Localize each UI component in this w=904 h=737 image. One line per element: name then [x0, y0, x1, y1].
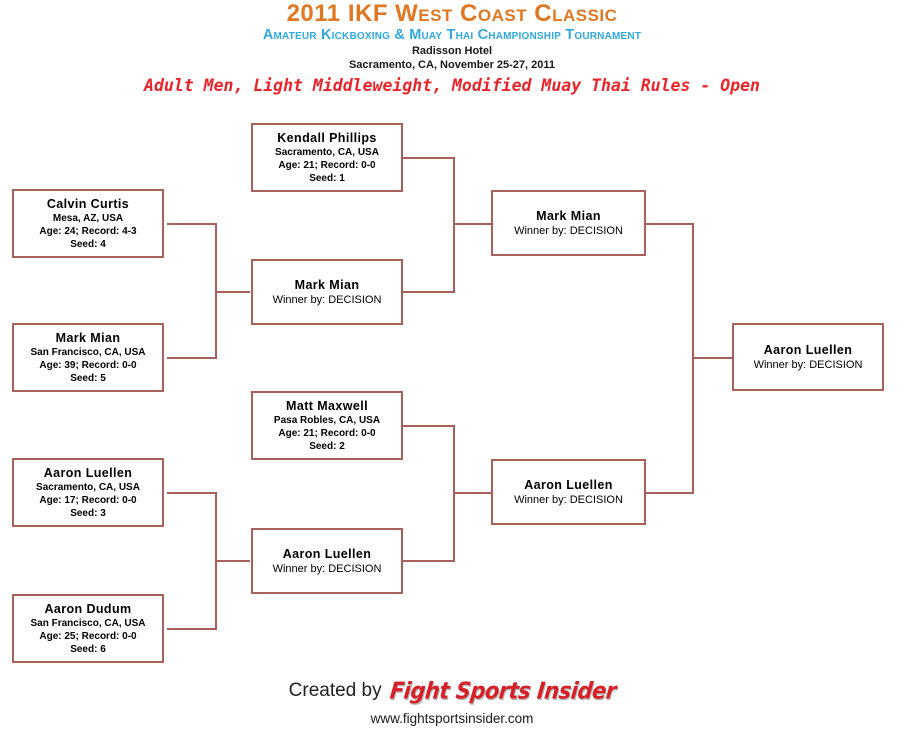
competitor-stats: Age: 21; Record: 0-0 — [278, 159, 376, 171]
connector-sf-top — [646, 223, 694, 225]
division-title: Adult Men, Light Middleweight, Modified … — [144, 76, 760, 95]
competitor-stats: Age: 17; Record: 0-0 — [39, 494, 137, 506]
winner-box-sf-2[interactable]: Aaron Luellen Winner by: DECISION — [491, 459, 646, 525]
winner-name: Aaron Luellen — [524, 477, 613, 492]
page-subtitle: Amateur Kickboxing & Muay Thai Champions… — [262, 27, 642, 43]
competitor-seed: Seed: 3 — [70, 507, 106, 519]
competitor-hometown: Mesa, AZ, USA — [52, 212, 124, 224]
champion-box[interactable]: Aaron Luellen Winner by: DECISION — [732, 323, 884, 391]
competitor-stats: Age: 21; Record: 0-0 — [278, 427, 376, 439]
competitor-box-r1-1[interactable]: Calvin Curtis Mesa, AZ, USA Age: 24; Rec… — [12, 189, 164, 258]
competitor-seed: Seed: 5 — [70, 372, 106, 384]
competitor-name: Aaron Dudum — [44, 601, 132, 616]
competitor-seed: Seed: 1 — [309, 172, 345, 184]
competitor-hometown: Pasa Robles, CA, USA — [273, 414, 381, 426]
winner-result: Winner by: DECISION — [514, 224, 623, 237]
winner-result: Winner by: DECISION — [514, 493, 623, 506]
competitor-hometown: Sacramento, CA, USA — [275, 146, 379, 158]
competitor-hometown: Sacramento, CA, USA — [36, 481, 140, 493]
competitor-name: Kendall Phillips — [277, 130, 377, 145]
competitor-name: Aaron Luellen — [43, 465, 133, 480]
page-header: 2011 IKF West Coast Classic Amateur Kick… — [0, 0, 904, 95]
connector-r1a-out — [215, 291, 250, 293]
competitor-stats: Age: 39; Record: 0-0 — [39, 359, 137, 371]
page-footer: Created by Fight Sports Insider www.figh… — [0, 676, 904, 726]
competitor-name: Matt Maxwell — [286, 398, 368, 413]
credit-row: Created by Fight Sports Insider — [0, 676, 904, 706]
competitor-box-r1-2[interactable]: Mark Mian San Francisco, CA, USA Age: 39… — [12, 323, 164, 392]
connector-r1b-bottom — [167, 628, 216, 630]
credit-label: Created by — [288, 680, 382, 701]
connector-sf-bottom — [646, 492, 694, 494]
competitor-hometown: San Francisco, CA, USA — [30, 346, 146, 358]
competitor-seed: Seed: 4 — [70, 238, 106, 250]
competitor-hometown: San Francisco, CA, USA — [30, 617, 146, 629]
connector-r2b-top — [403, 425, 455, 427]
connector-final-in — [692, 357, 732, 359]
venue-name: Radisson Hotel — [411, 45, 493, 57]
connector-r2a-out — [453, 223, 491, 225]
connector-r1b-out — [215, 560, 250, 562]
competitor-seed: Seed: 6 — [70, 643, 106, 655]
competitor-box-r2-1[interactable]: Kendall Phillips Sacramento, CA, USA Age… — [251, 123, 403, 192]
brand-website-url[interactable]: www.fightsportsinsider.com — [370, 711, 534, 726]
connector-r2b-out — [453, 492, 491, 494]
connector-r2b-bottom — [403, 560, 455, 562]
venue-date: Sacramento, CA, November 25-27, 2011 — [348, 59, 556, 71]
connector-r1b-top — [167, 492, 216, 494]
connector-r2a-vertical — [453, 157, 455, 293]
connector-r2a-bottom — [403, 291, 455, 293]
competitor-box-r2-3[interactable]: Matt Maxwell Pasa Robles, CA, USA Age: 2… — [251, 391, 403, 460]
competitor-name: Mark Mian — [55, 330, 121, 345]
winner-result: Winner by: DECISION — [272, 562, 382, 575]
winner-name: Mark Mian — [536, 208, 601, 223]
competitor-seed: Seed: 2 — [309, 440, 345, 452]
winner-name: Mark Mian — [294, 277, 360, 292]
winner-name: Aaron Luellen — [282, 546, 372, 561]
champion-result: Winner by: DECISION — [753, 358, 863, 371]
connector-r1a-bottom — [167, 357, 216, 359]
competitor-stats: Age: 24; Record: 4-3 — [39, 225, 137, 237]
winner-result: Winner by: DECISION — [272, 293, 382, 306]
competitor-box-r1-4[interactable]: Aaron Dudum San Francisco, CA, USA Age: … — [12, 594, 164, 663]
connector-r2a-top — [403, 157, 455, 159]
fight-sports-insider-logo: Fight Sports Insider — [388, 677, 617, 705]
connector-r1a-top — [167, 223, 216, 225]
competitor-box-r1-3[interactable]: Aaron Luellen Sacramento, CA, USA Age: 1… — [12, 458, 164, 527]
winner-box-r2-2[interactable]: Mark Mian Winner by: DECISION — [251, 259, 403, 325]
winner-box-r2-4[interactable]: Aaron Luellen Winner by: DECISION — [251, 528, 403, 594]
champion-name: Aaron Luellen — [763, 342, 853, 357]
competitor-name: Calvin Curtis — [46, 196, 130, 211]
page-title: 2011 IKF West Coast Classic — [286, 0, 618, 27]
winner-box-sf-1[interactable]: Mark Mian Winner by: DECISION — [491, 190, 646, 256]
competitor-stats: Age: 25; Record: 0-0 — [39, 630, 137, 642]
